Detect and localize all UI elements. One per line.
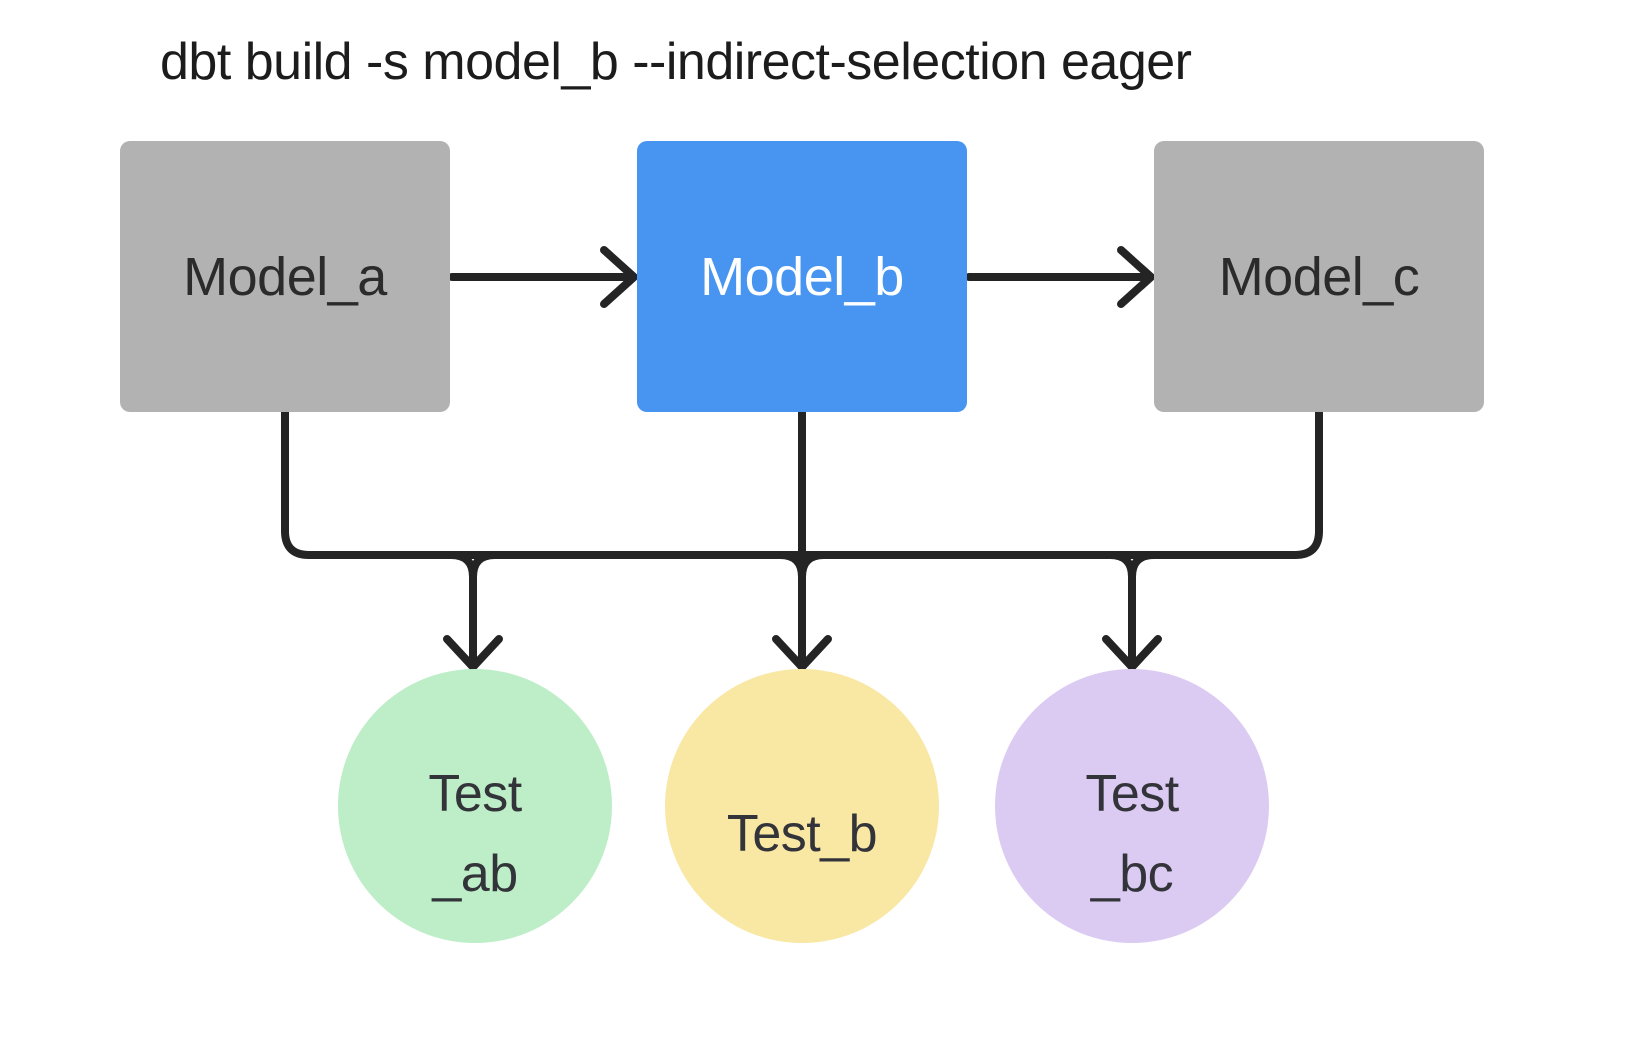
arrowhead-model-c xyxy=(1117,246,1155,308)
edge-fillet-test-bc xyxy=(1128,551,1158,581)
node-test-ab: Test _ab xyxy=(338,669,612,943)
node-model-b-label: Model_b xyxy=(700,246,904,307)
node-model-c: Model_c xyxy=(1154,141,1484,412)
arrowhead-model-b xyxy=(600,246,638,308)
node-test-ab-label-line2: _ab xyxy=(432,845,518,903)
node-model-a-label: Model_a xyxy=(183,246,387,307)
node-model-c-label: Model_c xyxy=(1218,246,1420,307)
node-test-b-label: Test_b xyxy=(726,805,878,863)
node-test-bc-label-line2: _bc xyxy=(1090,845,1174,903)
arrowhead-test-bc xyxy=(1102,635,1162,671)
node-test-bc-label-line1: Test xyxy=(1085,765,1179,823)
arrowhead-test-ab xyxy=(443,635,503,671)
edge-group xyxy=(281,246,1323,671)
node-test-b: Test_b xyxy=(665,669,939,943)
node-test-ab-label-line1: Test xyxy=(428,765,522,823)
edge-fillet-test-b-right xyxy=(798,551,828,581)
node-test-bc: Test _bc xyxy=(995,669,1269,943)
command-title: dbt build -s model_b --indirect-selectio… xyxy=(160,33,1192,91)
edge-fillet-test-ab xyxy=(469,551,499,581)
node-model-a: Model_a xyxy=(120,141,450,412)
node-model-b: Model_b xyxy=(637,141,967,412)
arrowhead-test-b xyxy=(772,635,832,671)
